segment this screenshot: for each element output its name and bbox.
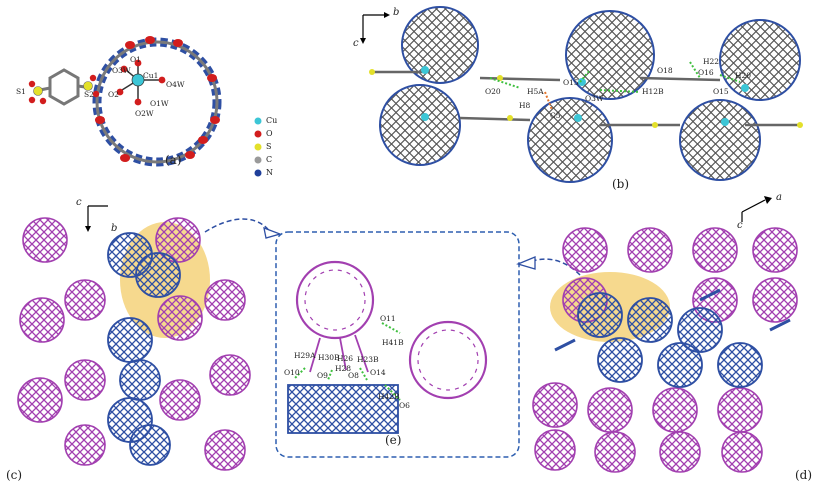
axis-label-b: b bbox=[393, 7, 400, 18]
panel-d-letter: (d) bbox=[795, 468, 813, 482]
atom-label: H20 bbox=[735, 71, 752, 80]
axis-label-c: c bbox=[737, 220, 743, 231]
atom-label: O2W bbox=[135, 109, 154, 118]
panel-b-cages bbox=[369, 6, 803, 183]
panel-c-callout-arrow bbox=[204, 218, 271, 233]
atom-label: H41B bbox=[382, 338, 404, 347]
atom-label: H12B bbox=[642, 87, 664, 96]
panel-e-structure bbox=[287, 260, 488, 434]
panel-b-axes bbox=[360, 12, 390, 44]
axis-label-c: c bbox=[76, 197, 82, 208]
atom-label: O1 bbox=[130, 55, 141, 64]
panel-a-letter: (a) bbox=[165, 153, 182, 167]
atom-label: H42B bbox=[378, 392, 400, 401]
panel-d-packing bbox=[532, 227, 798, 473]
atom-label: O15 bbox=[563, 78, 579, 87]
atom-label: O10 bbox=[284, 368, 300, 377]
atom-label: O14 bbox=[370, 368, 386, 377]
atom-label: O15 bbox=[713, 87, 729, 96]
panel-a-structure bbox=[28, 36, 222, 167]
atom-label: O3W bbox=[585, 94, 604, 103]
atom-label: O11 bbox=[380, 314, 396, 323]
atom-label: S2 bbox=[84, 90, 94, 99]
atom-label: O9 bbox=[317, 371, 328, 380]
axis-label-a: a bbox=[776, 192, 782, 203]
atom-label: H30B bbox=[318, 353, 340, 362]
atom-label: O20 bbox=[485, 87, 501, 96]
panel-c-letter: (c) bbox=[6, 468, 23, 482]
atom-label: H5A bbox=[527, 87, 544, 96]
panel-a-legend-dots bbox=[254, 117, 262, 177]
legend-label-cu: Cu bbox=[266, 116, 278, 125]
axis-label-c: c bbox=[353, 38, 359, 49]
legend-label-n: N bbox=[266, 168, 273, 177]
atom-label: O2 bbox=[108, 90, 119, 99]
panel-e-letter: (e) bbox=[385, 433, 402, 447]
atom-label: S1 bbox=[16, 87, 26, 96]
panel-d-axes bbox=[741, 196, 772, 222]
panel-c-packing bbox=[17, 217, 251, 471]
atom-label: C5 bbox=[550, 111, 561, 120]
panel-b-letter: (b) bbox=[612, 177, 630, 191]
legend-label-o: O bbox=[266, 129, 273, 138]
atom-label: H22 bbox=[703, 57, 720, 66]
atom-label: H8 bbox=[519, 101, 531, 110]
atom-label: H23B bbox=[357, 355, 379, 364]
atom-label: H28 bbox=[335, 364, 352, 373]
atom-label: O1W bbox=[150, 99, 169, 108]
atom-label: O8 bbox=[348, 371, 359, 380]
panel-c-axes bbox=[85, 205, 108, 232]
panel-d-callout-arrowhead bbox=[516, 256, 536, 270]
legend-label-s: S bbox=[266, 142, 272, 151]
atom-label: O3W bbox=[112, 66, 131, 75]
atom-label: O16 bbox=[698, 68, 714, 77]
legend-label-c: C bbox=[266, 155, 273, 164]
atom-label: O4W bbox=[166, 80, 185, 89]
atom-label: Cu1 bbox=[143, 71, 159, 80]
atom-label: H29A bbox=[294, 351, 316, 360]
atom-label: H26 bbox=[337, 354, 354, 363]
panel-c-callout-arrowhead bbox=[263, 226, 283, 239]
atom-label: O18 bbox=[657, 66, 673, 75]
axis-label-b: b bbox=[111, 223, 118, 234]
atom-label: O6 bbox=[399, 401, 410, 410]
